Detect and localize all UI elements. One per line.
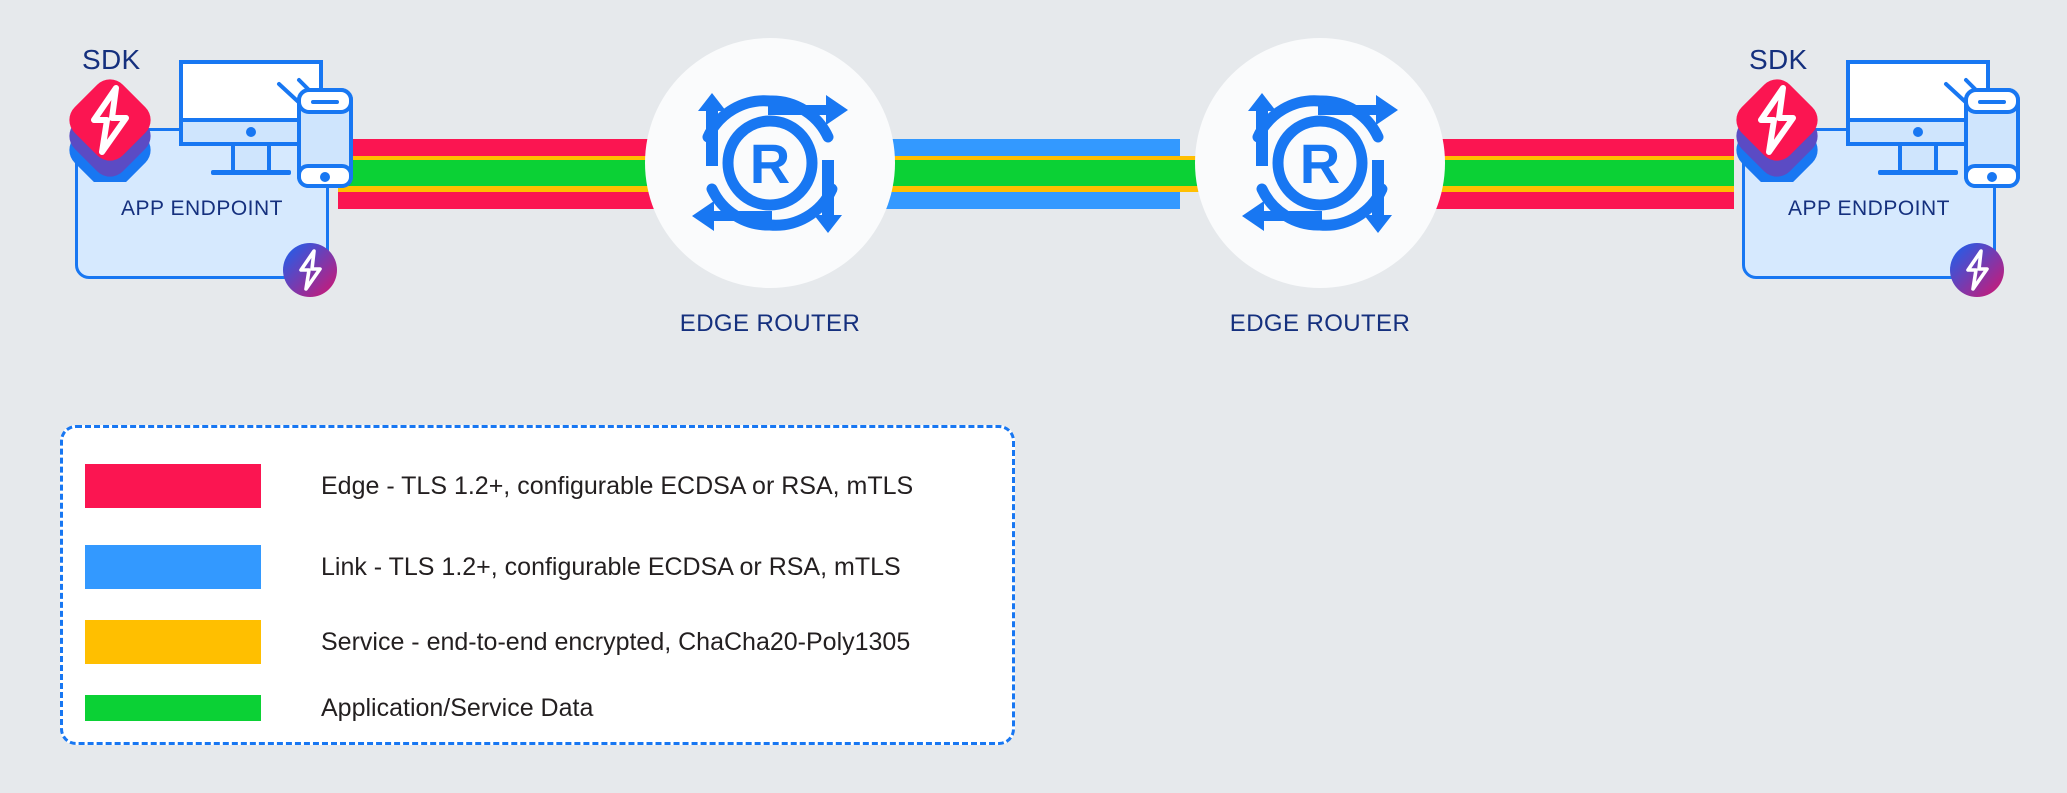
app-endpoint-left-label: APP ENDPOINT (121, 197, 283, 220)
svg-text:R: R (750, 132, 790, 195)
ziti-bolt-badge-right-icon (1949, 242, 2005, 298)
sdk-label-right: SDK (1749, 44, 1808, 75)
legend-swatch-link (85, 545, 261, 589)
legend-label-link: Link - TLS 1.2+, configurable ECDSA or R… (321, 552, 901, 581)
router-arrows-icon: R (678, 71, 862, 255)
edge-stripe-left-bottom (338, 192, 658, 209)
legend-item-application: Application/Service Data (85, 680, 994, 736)
sdk-stack-icon (50, 62, 170, 191)
edge-router-left-label: EDGE ROUTER (679, 310, 861, 337)
legend-swatch-service (85, 620, 261, 664)
link-stripe-bottom (880, 192, 1180, 209)
svg-text:R: R (1300, 132, 1340, 195)
edge-router-right-label: EDGE ROUTER (1229, 310, 1411, 337)
edge-router-right[interactable]: R (1195, 38, 1445, 288)
edge-router-left[interactable]: R (645, 38, 895, 288)
legend-item-link: Link - TLS 1.2+, configurable ECDSA or R… (85, 539, 994, 595)
legend-label-edge: Edge - TLS 1.2+, configurable ECDSA or R… (321, 471, 914, 500)
legend-panel: Edge - TLS 1.2+, configurable ECDSA or R… (60, 425, 1015, 745)
edge-stripe-right-bottom (1400, 192, 1734, 209)
app-endpoint-right-label: APP ENDPOINT (1788, 197, 1950, 220)
legend-swatch-edge (85, 464, 261, 508)
ziti-bolt-badge-left-icon (282, 242, 338, 298)
legend-label-service: Service - end-to-end encrypted, ChaCha20… (321, 627, 911, 656)
legend-swatch-application (85, 695, 261, 721)
edge-stripe-left-top (338, 139, 658, 156)
link-stripe-top (880, 139, 1180, 156)
sdk-label-left: SDK (82, 44, 141, 75)
desktop-and-phone-icon (175, 58, 375, 198)
sdk-stack-icon (1717, 62, 1837, 191)
application-data-stripe (338, 160, 1734, 186)
router-arrows-icon: R (1228, 71, 1412, 255)
legend-item-service: Service - end-to-end encrypted, ChaCha20… (85, 614, 994, 670)
edge-stripe-right-top (1400, 139, 1734, 156)
desktop-and-phone-icon (1842, 58, 2042, 198)
legend-item-edge: Edge - TLS 1.2+, configurable ECDSA or R… (85, 458, 994, 514)
legend-label-application: Application/Service Data (321, 693, 594, 722)
